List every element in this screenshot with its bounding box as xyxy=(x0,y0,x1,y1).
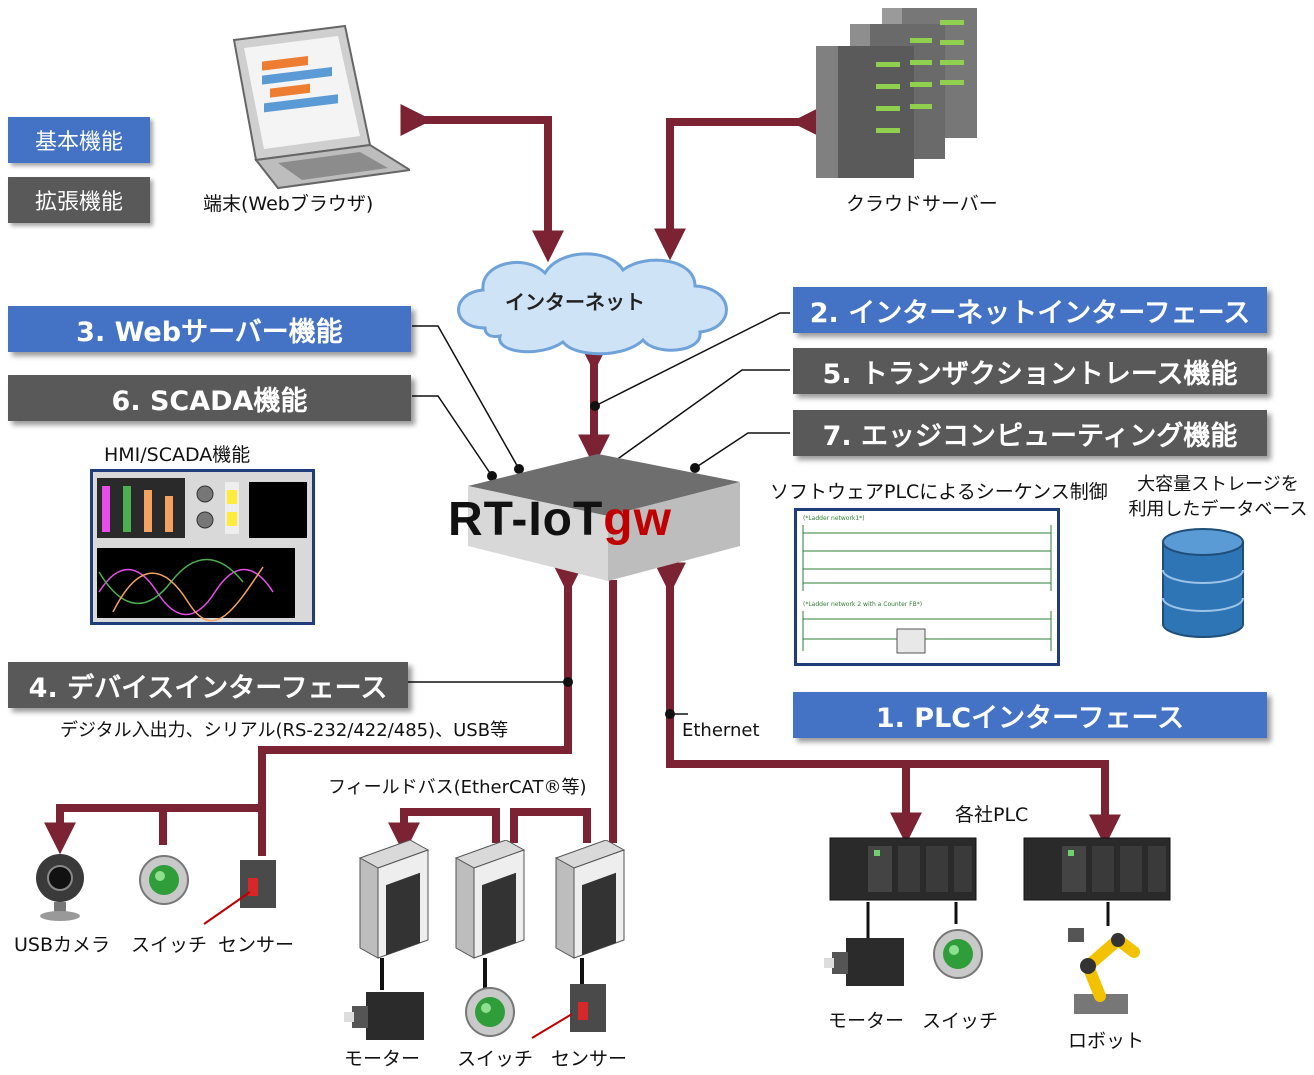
feature-internet-if: 2. インターネットインターフェース xyxy=(793,287,1267,333)
legend-basic: 基本機能 xyxy=(8,117,150,163)
terminal-label: 端末(Webブラウザ) xyxy=(203,193,374,215)
ethernet-connector xyxy=(654,562,1121,847)
motor-label-field: モーター xyxy=(344,1048,421,1070)
robot-icon xyxy=(1060,922,1150,1022)
feature-web-server: 3. Webサーバー機能 xyxy=(8,306,411,352)
plc-unit-b xyxy=(1022,836,1172,908)
fieldbus-chain-b xyxy=(388,808,500,855)
motor-label-plc: モーター xyxy=(828,1010,905,1032)
switch-icon-plc xyxy=(930,926,986,986)
plc-cables xyxy=(866,902,1110,938)
motor-icon-plc xyxy=(824,934,910,994)
cloud-connector xyxy=(654,106,823,261)
feature-edge-computing: 7. エッジコンピューティング機能 xyxy=(793,410,1267,456)
laptop-icon xyxy=(210,20,413,190)
ethernet-label: Ethernet xyxy=(682,720,760,741)
database-icon xyxy=(1160,528,1246,644)
internet-cloud xyxy=(445,248,745,358)
io-module-3 xyxy=(552,839,628,964)
ladder-net1-label: (*Ladder network1*) xyxy=(803,515,865,522)
gateway-device xyxy=(448,446,748,596)
motor-icon-field xyxy=(344,988,434,1048)
switch-icon xyxy=(136,852,192,912)
io-module-2 xyxy=(452,839,528,964)
io-module-cables xyxy=(380,958,584,990)
internet-label: インターネット xyxy=(505,290,645,314)
device-if-connector xyxy=(44,562,584,855)
sensor-icon xyxy=(236,856,286,920)
feature-scada: 6. SCADA機能 xyxy=(8,375,411,421)
ladder-diagram: (*Ladder network1*) (*Ladder network 2 w… xyxy=(794,508,1060,666)
robot-label: ロボット xyxy=(1068,1030,1145,1052)
switch-label-left: スイッチ xyxy=(131,934,208,956)
switch-label-plc: スイッチ xyxy=(922,1010,999,1032)
usb-camera-label: USBカメラ xyxy=(14,934,111,956)
soft-plc-title: ソフトウェアPLCによるシーケンス制御 xyxy=(770,481,1108,503)
gateway-name-accent: gw xyxy=(603,493,672,546)
sensor-label-field: センサー xyxy=(551,1048,628,1070)
legend-extended: 拡張機能 xyxy=(8,177,150,223)
terminal-connector xyxy=(400,104,564,263)
feature-plc-if: 1. PLCインターフェース xyxy=(793,692,1267,738)
gateway-name: RT-IoTgw xyxy=(448,492,672,547)
feature-transaction-trace: 5. トランザクショントレース機能 xyxy=(793,348,1267,394)
io-module-1 xyxy=(356,839,432,964)
server-icon xyxy=(810,6,1000,181)
hmi-title: HMI/SCADA機能 xyxy=(104,444,251,466)
storage-caption: 大容量ストレージを 利用したデータベース xyxy=(1128,472,1308,522)
sensor-beam xyxy=(203,891,251,925)
plc-group-label: 各社PLC xyxy=(955,804,1029,826)
hmi-screenshot xyxy=(90,469,315,625)
sensor-beam-field xyxy=(531,1013,573,1039)
gateway-name-main: RT-IoT xyxy=(448,493,604,546)
plc-unit-a xyxy=(828,836,978,908)
storage-line1: 大容量ストレージを xyxy=(1137,474,1299,495)
usb-camera-icon xyxy=(30,852,90,926)
feature-device-if: 4. デバイスインターフェース xyxy=(8,662,408,708)
switch-label-field: スイッチ xyxy=(457,1048,534,1070)
fieldbus-chain-a xyxy=(510,808,591,843)
ladder-net2-label: (*Ladder network 2 with a Counter FB*) xyxy=(803,601,923,608)
sensor-label-left: センサー xyxy=(218,934,295,956)
storage-line2: 利用したデータベース xyxy=(1128,499,1308,520)
device-if-desc: デジタル入出力、シリアル(RS-232/422/485)、USB等 xyxy=(60,720,509,741)
cloud-label: クラウドサーバー xyxy=(846,193,998,215)
fieldbus-label: フィールドバス(EtherCAT®等) xyxy=(328,777,587,798)
sensor-icon-field xyxy=(566,980,616,1044)
switch-icon-field xyxy=(462,984,518,1044)
